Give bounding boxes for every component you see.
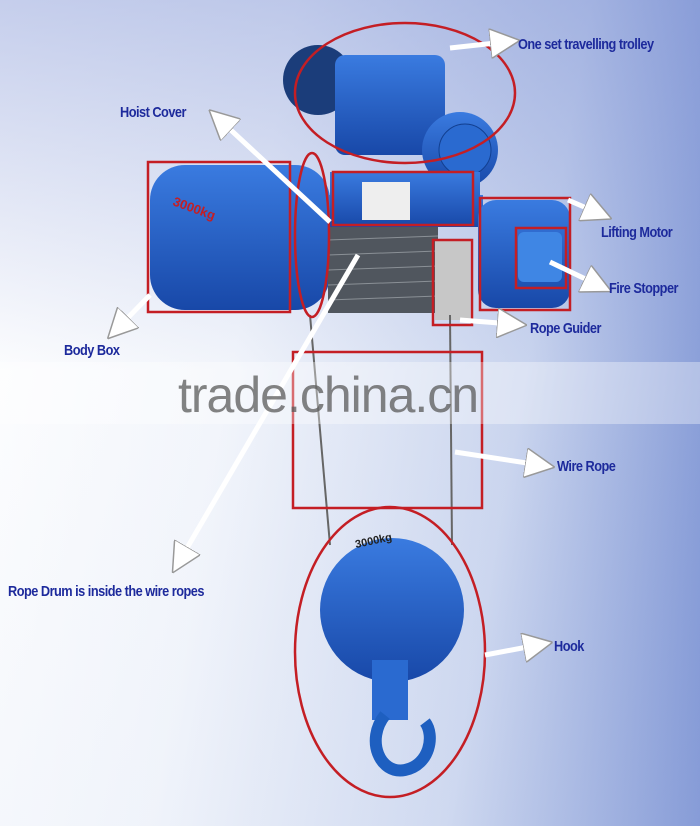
label-hook: Hook bbox=[554, 638, 584, 655]
label-hoist-cover: Hoist Cover bbox=[120, 104, 186, 121]
arrow-lifting-motor bbox=[567, 200, 598, 213]
fire-stopper-highlight bbox=[514, 226, 568, 290]
hook-highlight bbox=[293, 505, 487, 799]
fire-stopper bbox=[518, 232, 562, 282]
arrow-hook bbox=[484, 645, 538, 655]
label-wire-rope: Wire Rope bbox=[557, 458, 616, 475]
arrow-fire-stopper bbox=[548, 259, 598, 285]
rope-guider bbox=[435, 240, 470, 320]
arrows bbox=[118, 42, 598, 655]
arrow-rope-guider bbox=[459, 320, 512, 324]
label-rope-drum: Rope Drum is inside the wire ropes bbox=[8, 583, 204, 600]
arrow-hoist-cover bbox=[220, 120, 332, 224]
arrow-rope-drum bbox=[180, 253, 361, 560]
hook-block: 3000kg bbox=[320, 531, 464, 777]
rope-guider-highlight bbox=[431, 238, 474, 327]
body-box: 3000kg bbox=[150, 165, 330, 310]
rope-drum-highlight bbox=[293, 151, 331, 319]
label-rope-guider: Rope Guider bbox=[530, 320, 601, 337]
body-box-highlight bbox=[146, 160, 292, 314]
watermark: trade.china.cn bbox=[178, 367, 479, 423]
trolley-highlight bbox=[293, 21, 517, 165]
highlights bbox=[146, 21, 572, 799]
wire-ropes bbox=[309, 314, 453, 546]
arrow-wire-rope bbox=[454, 452, 540, 465]
label-body-box: Body Box bbox=[64, 342, 120, 359]
label-trolley: One set travelling trolley bbox=[518, 36, 654, 53]
watermark-band bbox=[0, 362, 700, 424]
arrow-trolley bbox=[449, 42, 505, 48]
arrow-body-box bbox=[118, 293, 152, 328]
hoist-cover-highlight bbox=[331, 170, 475, 227]
label-lifting-motor: Lifting Motor bbox=[601, 224, 673, 241]
label-fire-stopper: Fire Stopper bbox=[609, 280, 678, 297]
drum-rope-lines bbox=[327, 235, 439, 301]
nameplate bbox=[362, 182, 410, 220]
